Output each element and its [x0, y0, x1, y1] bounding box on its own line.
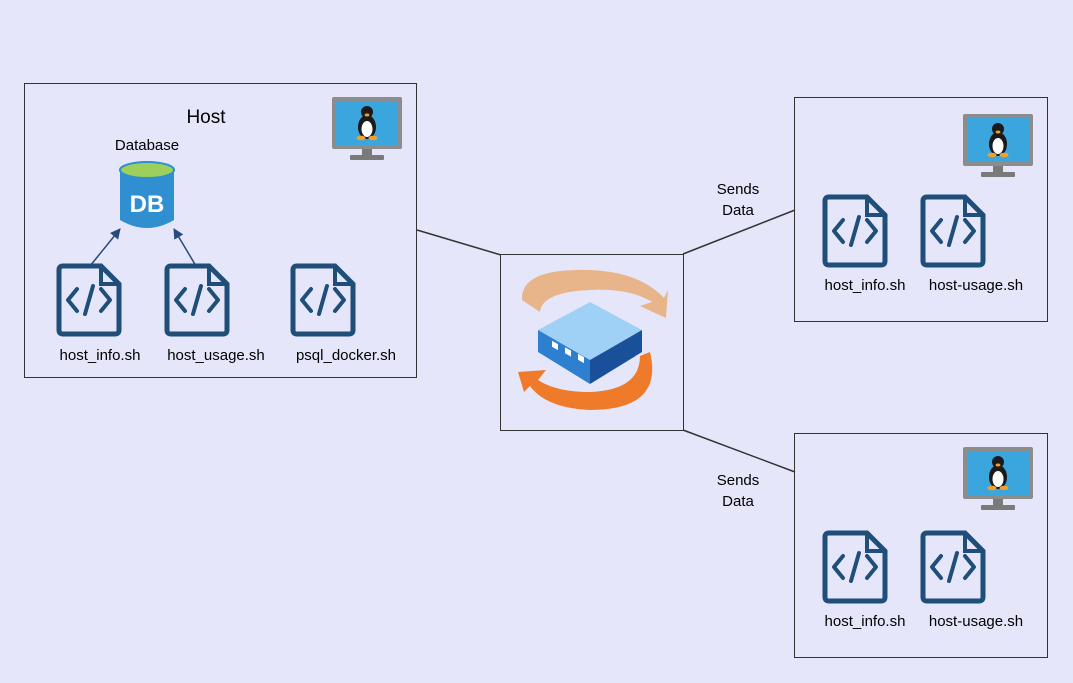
edge-label-1: Sends Data	[708, 179, 768, 221]
edge-label-line: Data	[722, 202, 754, 219]
edge-label-2: Sends Data	[708, 470, 768, 512]
remote-node-box-1	[794, 97, 1048, 322]
database-icon: DB	[119, 161, 175, 228]
switch-box	[500, 254, 684, 431]
db-text: DB	[130, 191, 165, 218]
arrow-host-usage-to-db	[173, 228, 197, 267]
script-label: psql_docker.sh	[295, 347, 397, 364]
edge-label-line: Sends	[716, 472, 760, 489]
connector-switch-node2	[682, 429, 796, 473]
host-title: Host	[186, 107, 226, 128]
arrow-host-info-to-db	[89, 228, 121, 267]
connector-host-switch	[416, 229, 502, 256]
script-label: host-usage.sh	[928, 613, 1024, 630]
script-label: host_info.sh	[59, 347, 141, 364]
host-box	[24, 83, 417, 378]
database-label: Database	[114, 137, 180, 154]
network-switch-sync-icon	[518, 269, 668, 410]
remote-node-box-2	[794, 433, 1048, 658]
edge-label-line: Sends	[716, 181, 760, 198]
script-label: host_info.sh	[824, 613, 906, 630]
script-label: host_info.sh	[824, 277, 906, 294]
script-label: host_usage.sh	[167, 347, 265, 364]
script-label: host-usage.sh	[928, 277, 1024, 294]
connector-switch-node1	[682, 209, 796, 255]
edge-label-line: Data	[722, 493, 754, 510]
